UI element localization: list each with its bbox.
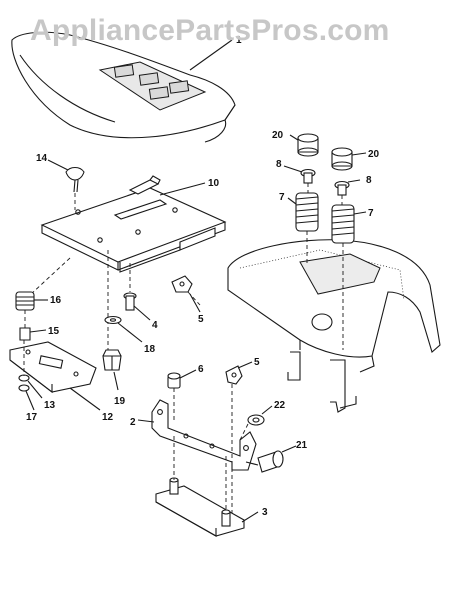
callout-2: 2 — [130, 417, 136, 428]
lock-washer-leader — [27, 380, 43, 399]
washer-leader — [117, 322, 143, 343]
callout-4: 4 — [152, 320, 158, 331]
spring-part-right — [331, 204, 355, 244]
spacer-part — [19, 327, 31, 341]
callout-3: 3 — [262, 507, 268, 518]
seat-leader-line — [189, 39, 233, 71]
clip-part-lower — [225, 365, 243, 385]
callout-22: 22 — [274, 400, 286, 411]
callout-8-right: 8 — [366, 175, 372, 186]
spring-right-leader — [353, 211, 367, 215]
shoulder-bolt-leader — [281, 445, 297, 453]
bushing-part — [102, 349, 122, 371]
callout-1: 1 — [236, 35, 242, 46]
callout-7-left: 7 — [279, 192, 285, 203]
callout-12: 12 — [102, 412, 114, 423]
callout-21: 21 — [296, 440, 308, 451]
seat-part — [11, 31, 236, 143]
bolt-right-leader — [347, 179, 361, 183]
callout-13: 13 — [44, 400, 56, 411]
knob-leader-line — [47, 159, 69, 171]
callout-5-upper: 5 — [198, 314, 204, 325]
callout-16: 16 — [50, 295, 62, 306]
spring-part-left — [295, 192, 319, 232]
bumper-right-leader — [351, 152, 367, 156]
bushing-leader — [113, 371, 119, 391]
spacer-leader — [29, 329, 47, 333]
callout-20-right: 20 — [368, 149, 380, 160]
bumper-left-leader — [289, 134, 299, 141]
washer-part — [104, 315, 122, 325]
callout-15: 15 — [48, 326, 60, 337]
callout-19: 19 — [114, 396, 126, 407]
callout-18: 18 — [144, 344, 156, 355]
nut-small-leader — [25, 390, 35, 411]
pivot-spacer-leader — [179, 369, 197, 379]
mounting-plate-part — [155, 477, 245, 537]
pan-leader-line — [159, 182, 206, 196]
callout-17: 17 — [26, 412, 38, 423]
clip-leader-upper — [189, 293, 201, 313]
clip-lower-leader — [237, 361, 253, 369]
shoulder-bolt-part — [245, 450, 284, 473]
callout-7-right: 7 — [368, 208, 374, 219]
callout-20-left: 20 — [272, 130, 284, 141]
callout-5-lower: 5 — [254, 357, 260, 368]
spring-bolt-left — [300, 168, 316, 193]
slide-bracket-part — [9, 341, 97, 394]
spring-left-leader — [287, 197, 297, 205]
knob-part — [65, 166, 85, 210]
bumper-part-right — [331, 147, 353, 171]
nut-leader — [261, 405, 273, 415]
callout-8-left: 8 — [276, 159, 282, 170]
callout-6: 6 — [198, 364, 204, 375]
clip-part-upper — [171, 275, 201, 306]
nut-dash — [239, 423, 249, 441]
bolt-left-leader — [283, 165, 303, 173]
spring-bolt-right — [334, 180, 350, 205]
pivot-bracket-part — [151, 399, 257, 471]
plate-leader — [241, 511, 259, 523]
bolt-part — [123, 292, 137, 311]
callout-14: 14 — [36, 153, 48, 164]
bolt-leader — [133, 305, 151, 321]
nut-part-small — [18, 384, 30, 392]
seat-pan-part — [40, 175, 227, 273]
nut-part — [247, 414, 265, 426]
pan-dash-3 — [29, 257, 71, 296]
fender-part — [227, 239, 441, 413]
bumper-part-left — [297, 133, 319, 157]
pivot-spacer-part — [167, 372, 181, 389]
pivot-bracket-leader — [137, 419, 155, 423]
spring-part-small — [15, 291, 35, 311]
callout-10: 10 — [208, 178, 220, 189]
bracket-leader — [69, 387, 101, 411]
